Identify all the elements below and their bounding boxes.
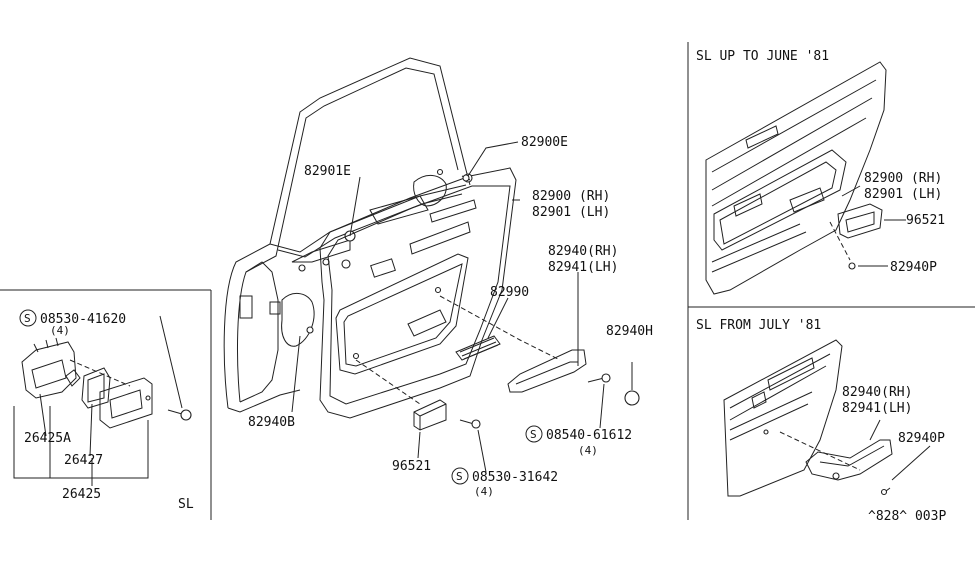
speaker-grille-82990 — [455, 335, 501, 361]
label-82940-rh: 82940(RH) — [548, 244, 618, 259]
label-82990: 82990 — [490, 285, 529, 300]
inset-frames — [0, 42, 975, 520]
label-82940H: 82940H — [606, 324, 653, 339]
inset-bottom-label-82940P: 82940P — [898, 431, 945, 446]
qty-08540: (4) — [578, 444, 598, 457]
label-82941-lh: 82941(LH) — [548, 260, 618, 275]
label-82901E: 82901E — [304, 164, 351, 179]
leaders-main — [291, 141, 633, 473]
footer-drawing-code: ^828^ 003P — [868, 509, 946, 524]
label-26427: 26427 — [64, 453, 103, 468]
inset-bottom-label-82940-rh: 82940(RH) — [842, 385, 912, 400]
screws-main — [459, 174, 640, 429]
inset-bottom-trim — [723, 339, 843, 497]
inset-top-title: SL UP TO JUNE '81 — [696, 49, 829, 64]
label-82901-lh: 82901 (LH) — [532, 205, 610, 220]
left-inset-lamp — [13, 315, 192, 486]
inset-top-label-82900-rh: 82900 (RH) — [864, 171, 942, 186]
label-82900-rh: 82900 (RH) — [532, 189, 610, 204]
inset-bottom-title: SL FROM JULY '81 — [696, 318, 821, 333]
screw-spec-08540: S 08540-61612 (4) — [525, 425, 632, 457]
inset-top-label-82940P: 82940P — [890, 260, 937, 275]
qty-08530b: (4) — [474, 485, 494, 498]
symbol-s-08530a: S — [24, 312, 31, 325]
inset-bottom-label-82941-lh: 82941(LH) — [842, 401, 912, 416]
inset-bottom-armrest — [779, 419, 931, 496]
label-26425A: 26425A — [24, 431, 71, 446]
label-96521-main: 96521 — [392, 459, 431, 474]
label-08530-41620: 08530-41620 — [40, 312, 126, 327]
inset-top-cup-96521 — [829, 185, 906, 270]
label-82940B: 82940B — [248, 415, 295, 430]
armrest-82940 — [507, 349, 587, 393]
label-26425: 26425 — [62, 487, 101, 502]
label-08540-61612: 08540-61612 — [546, 428, 632, 443]
screw-spec-08530-31642: S 08530-31642 (4) — [451, 467, 558, 498]
inset-top-trim — [705, 61, 887, 295]
symbol-s-08530b: S — [456, 470, 463, 483]
label-82900E: 82900E — [521, 135, 568, 150]
screw-spec-08530-41620: S 08530-41620 (4) — [19, 309, 126, 337]
inset-top-label-96521: 96521 — [906, 213, 945, 228]
qty-08530a: (4) — [50, 324, 70, 337]
label-variant-sl: SL — [178, 497, 194, 512]
door-trim-panel — [319, 167, 517, 419]
symbol-s-08540: S — [530, 428, 537, 441]
label-08530-31642: 08530-31642 — [472, 470, 558, 485]
inset-top-label-82901-lh: 82901 (LH) — [864, 187, 942, 202]
cup-96521 — [413, 399, 447, 431]
